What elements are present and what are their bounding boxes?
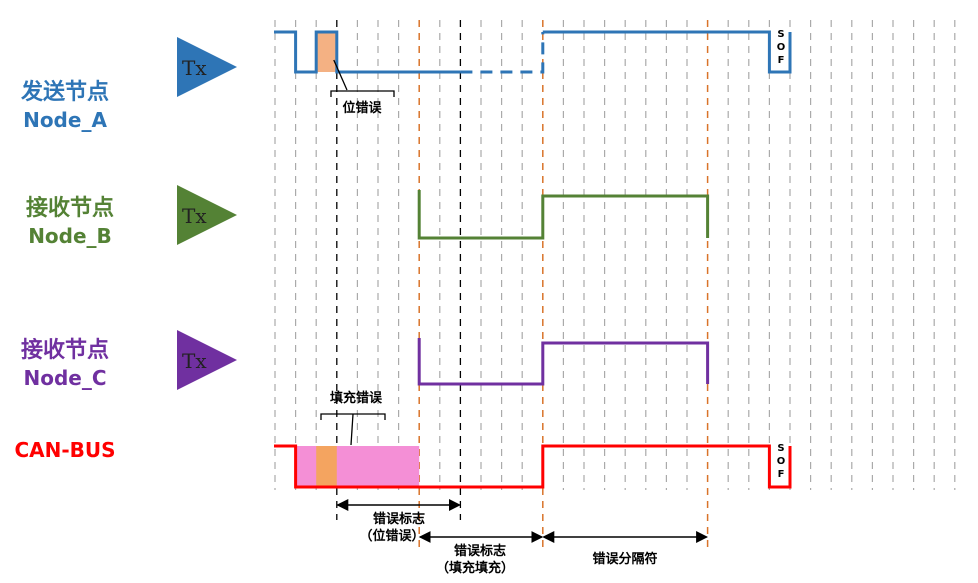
sof-letter: F [778, 469, 785, 480]
bit-error-bracket [330, 90, 395, 97]
can-bus-label: CAN-BUS [14, 438, 116, 462]
sof-letter: F [778, 55, 785, 66]
node-a-cn-label: 发送节点 [20, 80, 109, 105]
error-delimiter-label: 错误分隔符 [592, 551, 657, 567]
node-c-cn-label: 接收节点 [20, 338, 109, 363]
tx-triangle-icon [177, 185, 237, 245]
error-flag-bit-label: 错误标志 [373, 511, 425, 527]
tx-triangle-icon [177, 330, 237, 390]
can-bus-waveform [274, 444, 792, 489]
node-b-cn-label: 接收节点 [25, 196, 114, 221]
node-a-dashed-waveform [460, 32, 545, 74]
node-a-waveform-2 [542, 30, 792, 74]
sof-letter: S [777, 29, 784, 40]
sof-letter: S [777, 443, 784, 454]
tx-label: Tx [182, 204, 207, 228]
bit-error-fill [316, 32, 337, 72]
tx-label: Tx [182, 349, 207, 373]
tx-triangle-icon [177, 37, 237, 97]
stuff-error-fill [295, 446, 420, 487]
bit-error-label: 位错误 [342, 100, 382, 116]
tx-label: Tx [182, 56, 207, 80]
error-flag-stuff-label: 错误标志 [454, 543, 506, 559]
node-a-en-label: Node_A [23, 108, 107, 132]
stuff-error-label: 填充错误 [330, 390, 383, 406]
error-flag-stuff-sublabel: （填充填充） [436, 560, 514, 576]
node-c-en-label: Node_C [23, 366, 107, 390]
sof-letter: O [777, 42, 786, 53]
node-c-waveform [417, 338, 710, 386]
sof-letter: O [777, 456, 786, 467]
node-b-en-label: Node_B [28, 224, 112, 248]
node-a-waveform [274, 30, 461, 74]
bit-error-bus-fill [316, 446, 337, 487]
bit-error-pointer [333, 59, 348, 91]
stuff-error-pointer [350, 413, 354, 446]
node-b-waveform [417, 190, 710, 240]
error-flag-bit-sublabel: （位错误） [359, 528, 424, 544]
